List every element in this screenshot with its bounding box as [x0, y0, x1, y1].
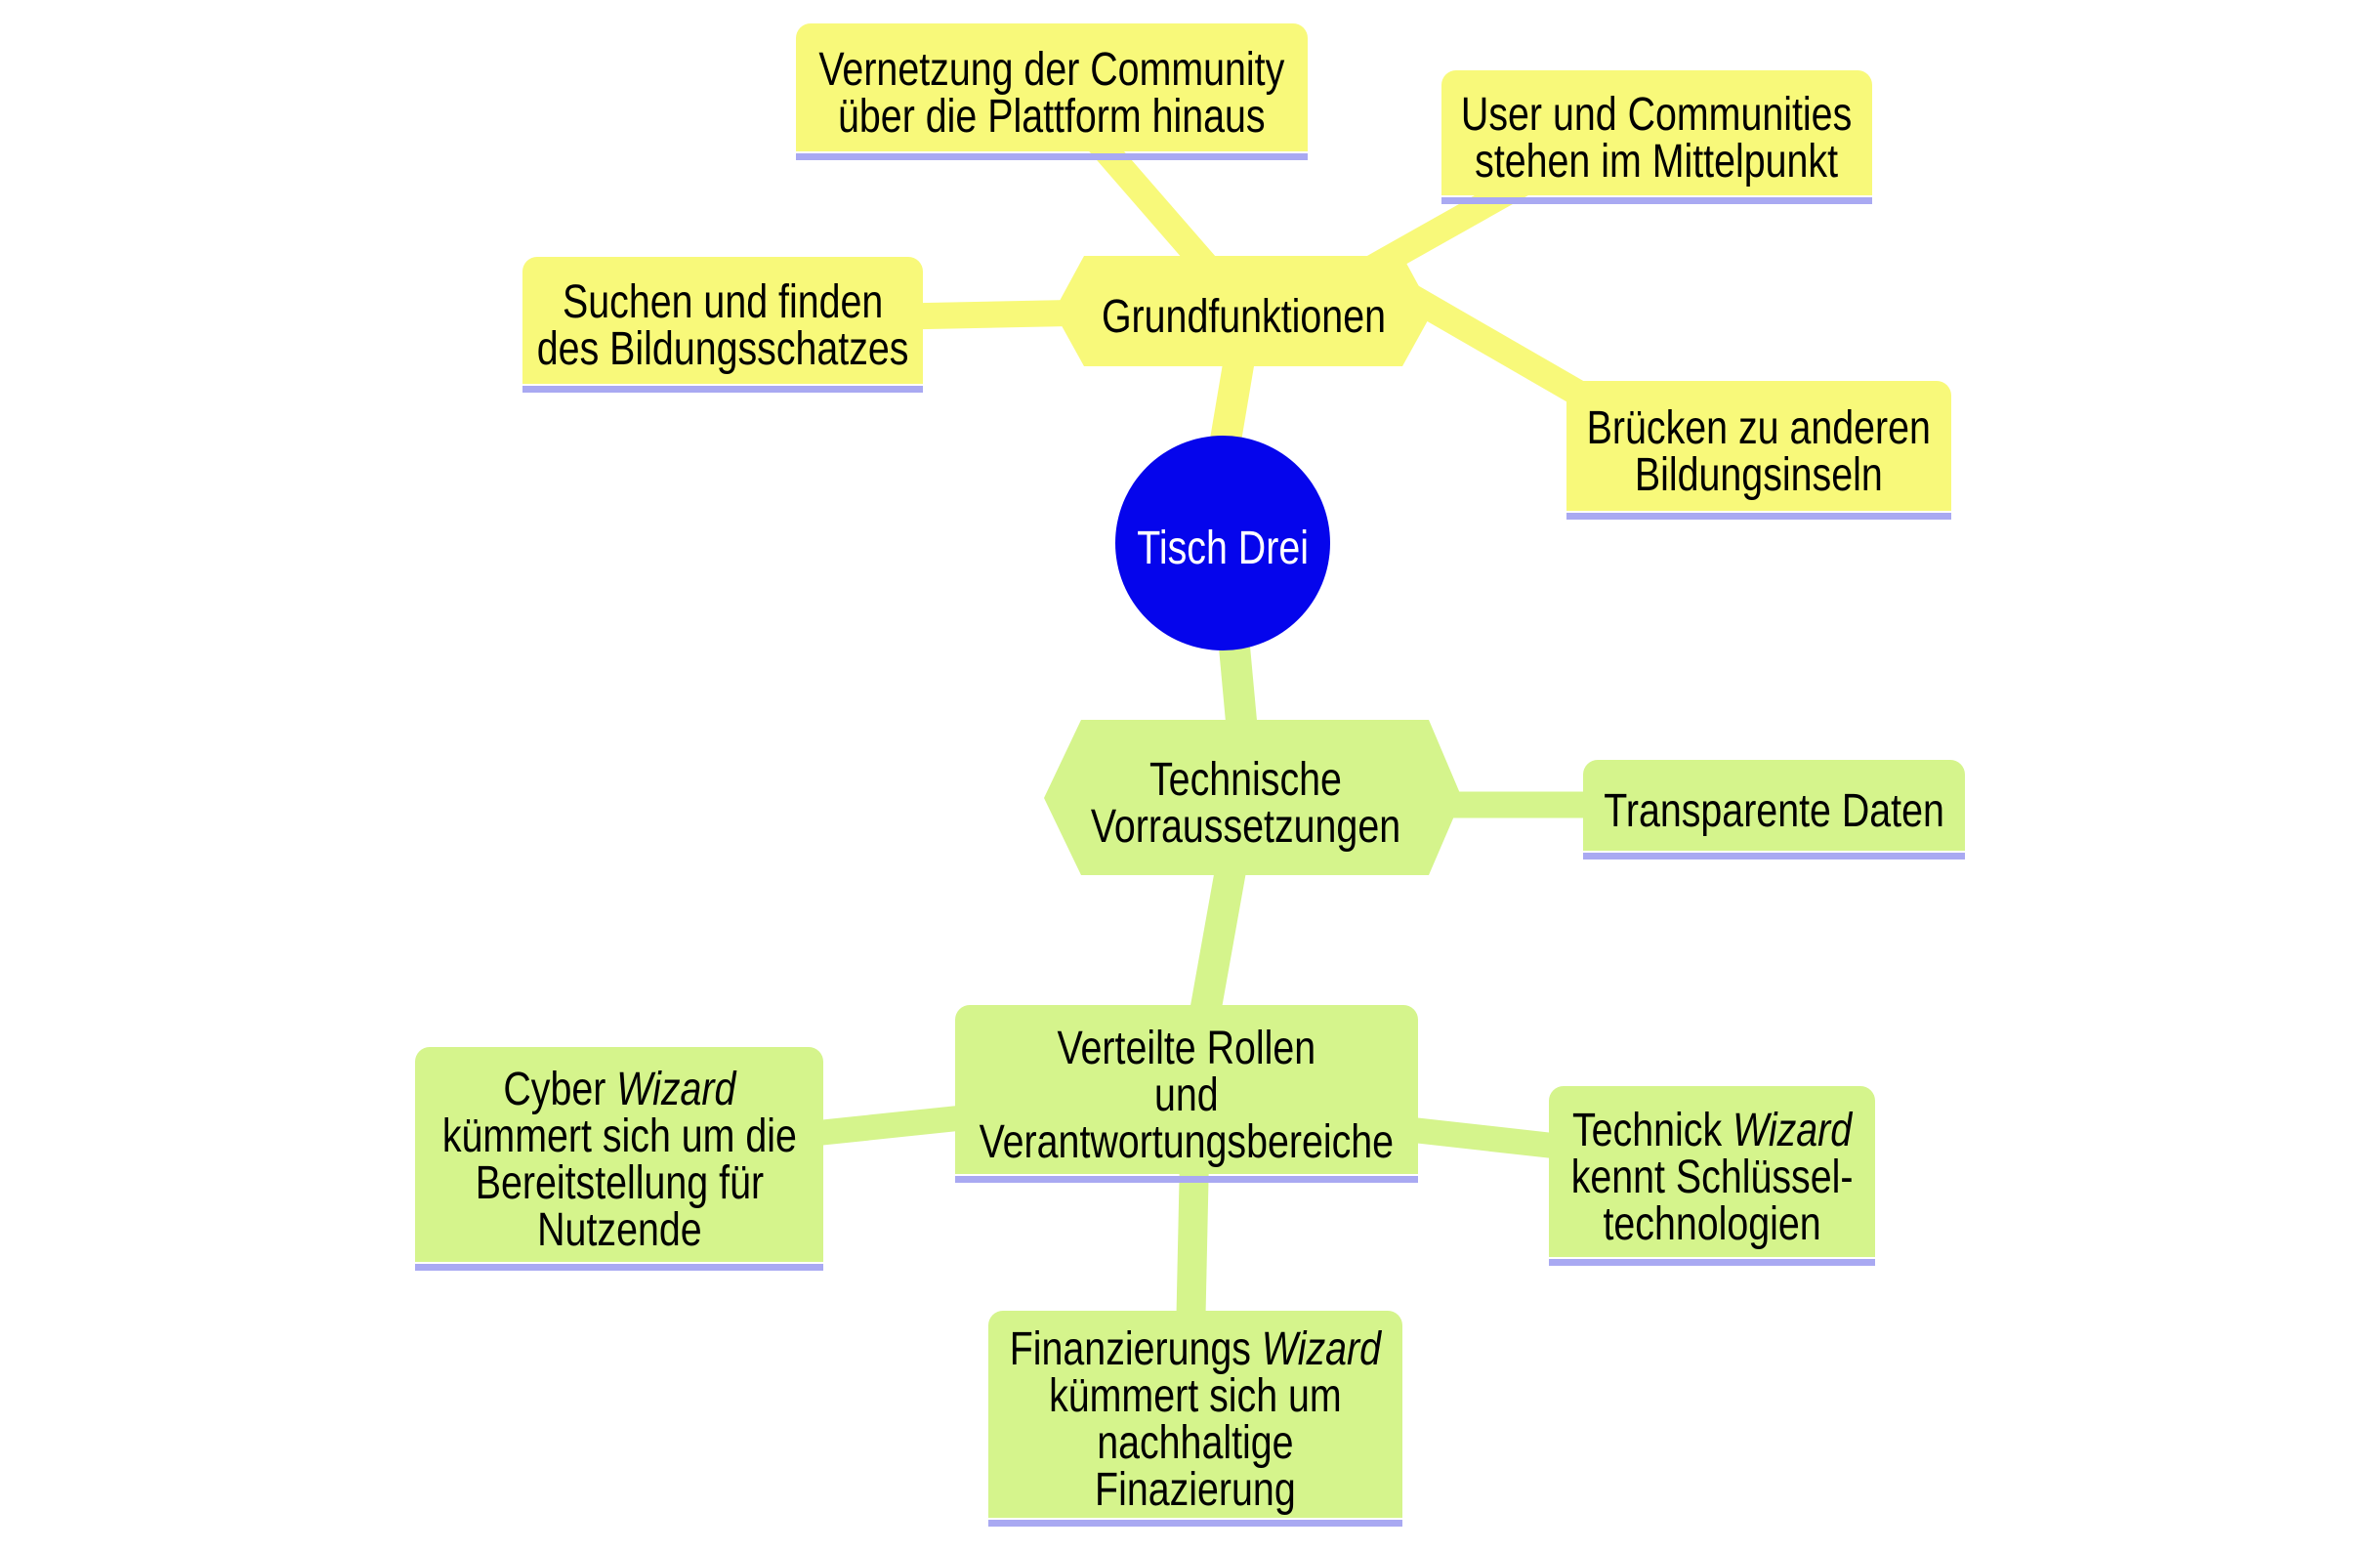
node-grundfunktionen-shape[interactable] — [1054, 256, 1433, 366]
node-grundfunktionen-label: Grundfunktionen — [1101, 290, 1386, 343]
link-verteilte-technick — [1402, 1116, 1572, 1160]
link-verteilte-cyber — [807, 1104, 979, 1147]
link-verteilte-finanzierungs — [1176, 1156, 1209, 1339]
node-technische-shape[interactable] — [1044, 720, 1462, 875]
node-tisch-drei-shape[interactable] — [1115, 436, 1330, 650]
node-transparente[interactable]: Transparente Daten — [1583, 760, 1965, 859]
node-tisch-drei-label: Tisch Drei — [1137, 523, 1309, 574]
